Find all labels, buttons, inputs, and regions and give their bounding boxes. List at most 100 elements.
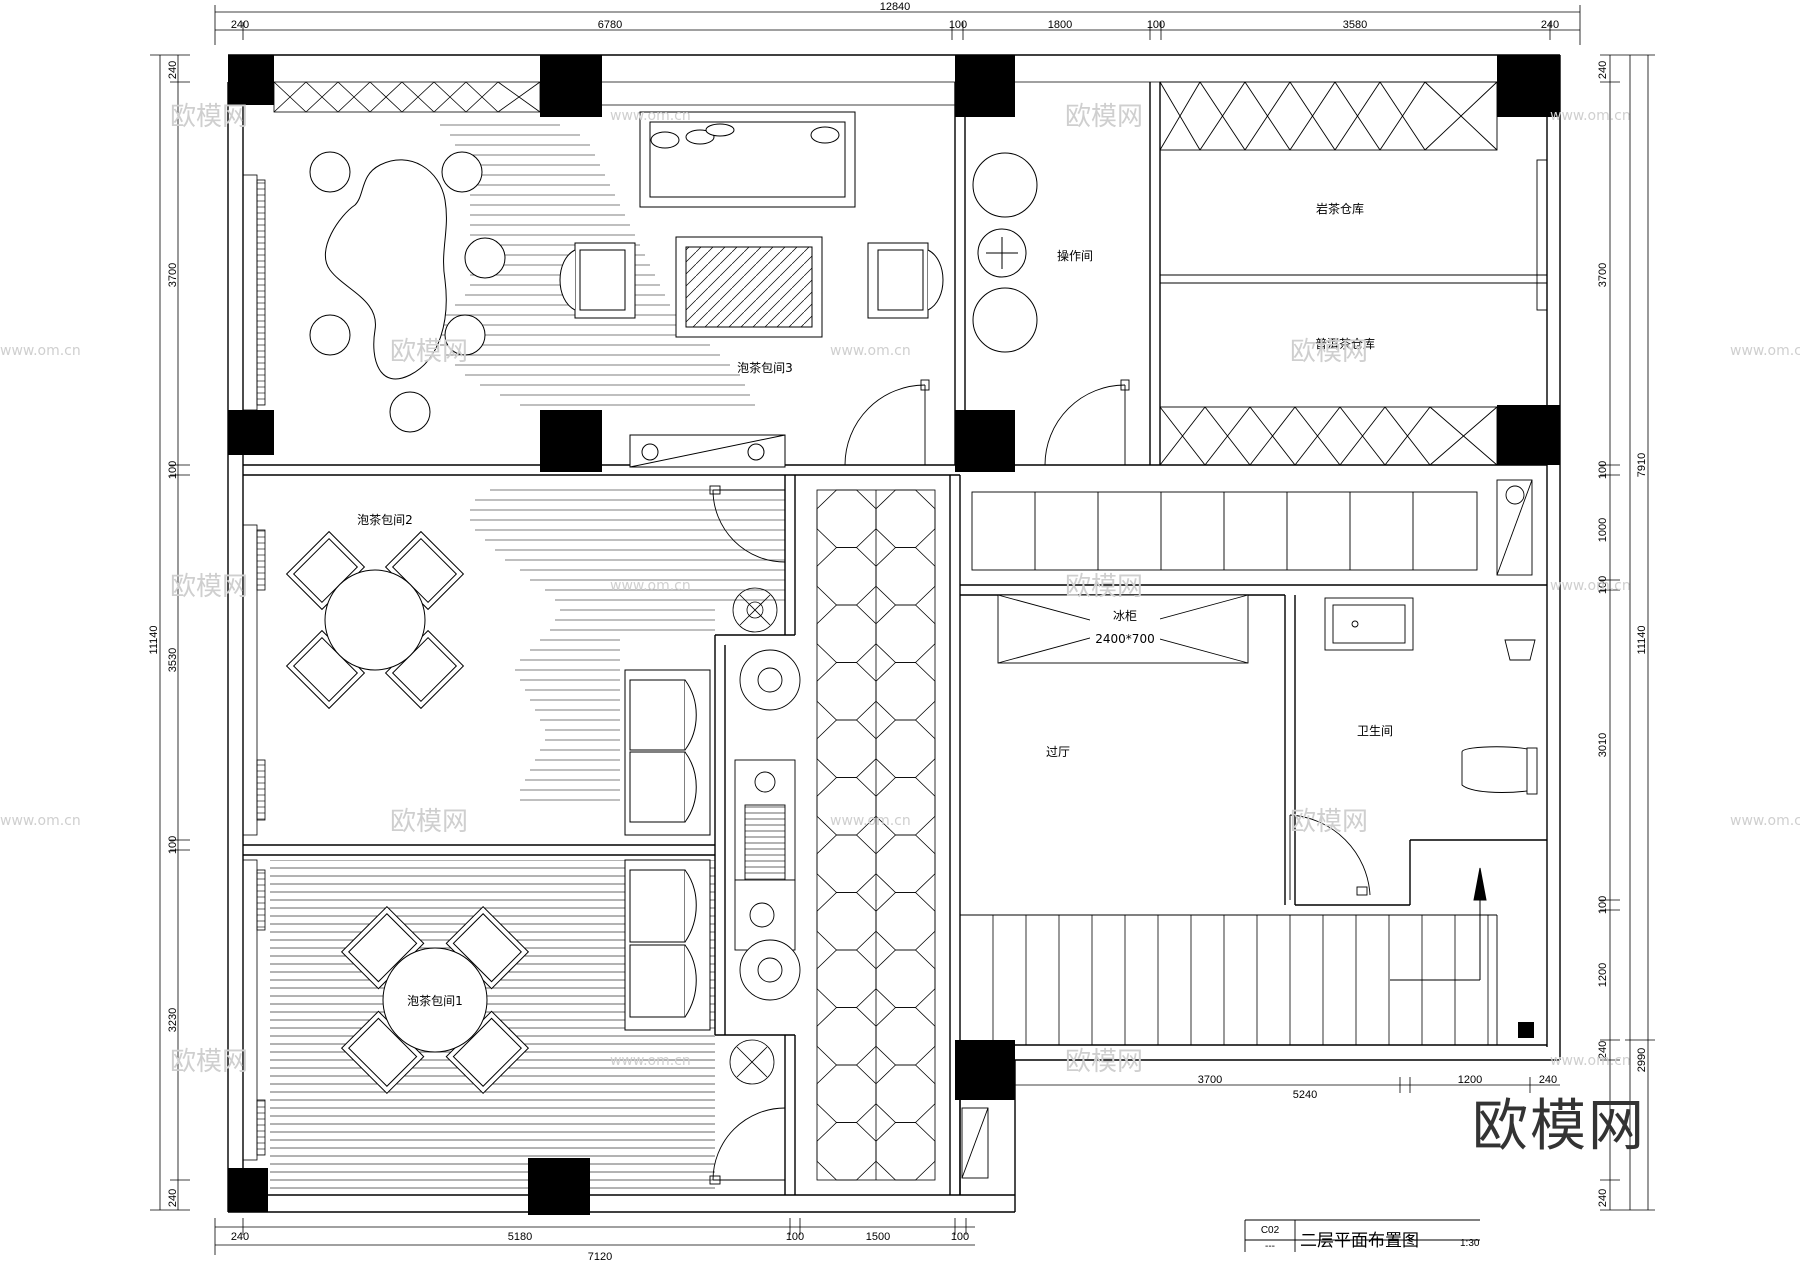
fridge-label: 冰柜 xyxy=(1113,609,1137,623)
sofa-room-2 xyxy=(624,669,711,836)
svg-text:www.om.cn: www.om.cn xyxy=(610,578,691,594)
hall-display-cabinet xyxy=(971,479,1533,576)
corridor-tile xyxy=(816,892,877,951)
room-label-operation: 操作间 xyxy=(1057,248,1093,263)
svg-text:欧模网: 欧模网 xyxy=(1065,102,1143,132)
svg-text:www.om.cn: www.om.cn xyxy=(0,343,81,359)
room-label-tea-2: 泡茶包间2 xyxy=(357,512,413,527)
corridor-tile xyxy=(816,949,877,1008)
door-room-2 xyxy=(709,485,786,563)
corridor-tile xyxy=(816,547,877,606)
dim-top-2: 100 xyxy=(949,19,967,31)
watermarks: 欧模网 欧模网 欧模网 欧模网 欧模网 欧模网 欧模网 欧模网 欧模网 欧模网 … xyxy=(0,102,1800,1077)
dim-bottom-0: 240 xyxy=(231,1231,249,1243)
dim-right-1: 3700 xyxy=(1597,263,1609,287)
drawing-code-sub: --- xyxy=(1265,1241,1275,1252)
corridor-tile xyxy=(875,892,936,951)
svg-text:www.om.cn: www.om.cn xyxy=(1550,578,1631,594)
sofa-room-1 xyxy=(624,859,711,1031)
corridor-tile xyxy=(816,1122,877,1181)
left-dimensions xyxy=(150,54,190,1211)
svg-text:www.om.cn: www.om.cn xyxy=(830,813,911,829)
dim-right-8: 240 xyxy=(1597,1041,1609,1059)
coffee-table-room-3 xyxy=(675,236,823,338)
room-label-rock-tea: 岩茶仓库 xyxy=(1316,201,1364,216)
sofa-room-3 xyxy=(639,111,856,208)
bottom-dimension-labels: 240 5180 100 1500 100 7120 3700 1200 240… xyxy=(231,1074,1557,1263)
corridor-tile xyxy=(816,604,877,663)
storage-shelves xyxy=(1159,81,1548,466)
dim-right-lower-total: 2990 xyxy=(1636,1048,1648,1072)
svg-text:www.om.cn: www.om.cn xyxy=(1550,1053,1631,1069)
dim-top-total: 12840 xyxy=(880,1,911,13)
corridor-tile xyxy=(875,1122,936,1181)
right-dimension-labels: 11140 7910 2990 240 3700 100 1000 100 30… xyxy=(1597,61,1648,1207)
dim-bottom-total: 7120 xyxy=(588,1251,612,1263)
dim-bottom-4: 100 xyxy=(951,1231,969,1243)
svg-text:www.om.cn: www.om.cn xyxy=(1550,108,1631,124)
corridor-tile xyxy=(875,547,936,606)
dim-bottom-1: 5180 xyxy=(508,1231,532,1243)
dim-left-6: 240 xyxy=(167,1189,179,1207)
staircase xyxy=(960,914,1547,1046)
dim-left-3: 3530 xyxy=(167,648,179,672)
svg-text:欧模网: 欧模网 xyxy=(1290,807,1368,837)
corridor-tile xyxy=(875,1007,936,1066)
svg-text:欧模网: 欧模网 xyxy=(1065,1047,1143,1077)
door-restroom xyxy=(1289,814,1371,900)
stair-arrow xyxy=(1390,867,1487,981)
brand-watermark-large: 欧模网 xyxy=(1472,1094,1646,1159)
fridge-label-bg xyxy=(1090,605,1160,645)
dim-right-3: 1000 xyxy=(1597,518,1609,542)
corridor-tile xyxy=(816,1007,877,1066)
svg-text:www.om.cn: www.om.cn xyxy=(830,343,911,359)
operation-room-chairs xyxy=(972,152,1038,353)
top-window-band xyxy=(273,81,1497,113)
room-label-tea-3: 泡茶包间3 xyxy=(737,360,793,375)
room-label-restroom: 卫生间 xyxy=(1357,724,1393,738)
dim-top-1: 6780 xyxy=(598,19,622,31)
svg-text:www.om.cn: www.om.cn xyxy=(610,108,691,124)
svg-text:欧模网: 欧模网 xyxy=(170,1047,248,1077)
svg-text:www.om.cn: www.om.cn xyxy=(0,813,81,829)
dim-right-7: 1200 xyxy=(1597,963,1609,987)
dim-left-total: 11140 xyxy=(148,626,160,655)
svg-text:www.om.cn: www.om.cn xyxy=(1730,343,1800,359)
svg-text:欧模网: 欧模网 xyxy=(1290,337,1368,367)
restroom-fixtures xyxy=(1324,597,1538,795)
fridge-size-label: 2400*700 xyxy=(1095,632,1154,646)
title-block xyxy=(1244,1219,1480,1252)
corridor-tile xyxy=(875,719,936,778)
svg-text:欧模网: 欧模网 xyxy=(1065,572,1143,602)
left-dimension-labels: 11140 240 3700 100 3530 100 3230 240 xyxy=(148,61,179,1207)
door-operation-room xyxy=(1044,379,1130,466)
corridor-tile-pattern xyxy=(816,489,936,1181)
dim-right-upper-total: 7910 xyxy=(1636,453,1648,477)
left-window-strip xyxy=(242,174,266,1161)
corridor-tile xyxy=(875,604,936,663)
corridor-tile xyxy=(875,662,936,721)
dim-mid-bottom-1: 1200 xyxy=(1458,1074,1482,1086)
svg-text:欧模网: 欧模网 xyxy=(390,337,468,367)
svg-text:欧模网: 欧模网 xyxy=(170,102,248,132)
top-dimensions xyxy=(214,5,1581,45)
dim-right-0: 240 xyxy=(1597,61,1609,79)
dim-top-6: 240 xyxy=(1541,19,1559,31)
room-label-tea-1: 泡茶包间1 xyxy=(407,993,463,1008)
corridor-tile xyxy=(816,1064,877,1123)
bottom-small-cabinet xyxy=(961,1107,989,1179)
door-room-3 xyxy=(844,379,930,466)
plant-room-2 xyxy=(732,587,778,633)
dim-right-total: 11140 xyxy=(1636,626,1648,655)
dim-bottom-3: 1500 xyxy=(866,1231,890,1243)
dim-right-4: 100 xyxy=(1597,576,1609,594)
corridor-tile xyxy=(875,1064,936,1123)
door-room-1 xyxy=(709,1107,786,1185)
top-dimension-labels: 12840 240 6780 100 1800 100 3580 240 xyxy=(231,1,1559,31)
dining-set-room-2 xyxy=(285,530,465,710)
plant-room-1 xyxy=(729,1039,775,1085)
dim-mid-bottom-0: 3700 xyxy=(1198,1074,1222,1086)
drawing-code: C02 xyxy=(1261,1225,1280,1236)
dim-top-5: 3580 xyxy=(1343,19,1367,31)
